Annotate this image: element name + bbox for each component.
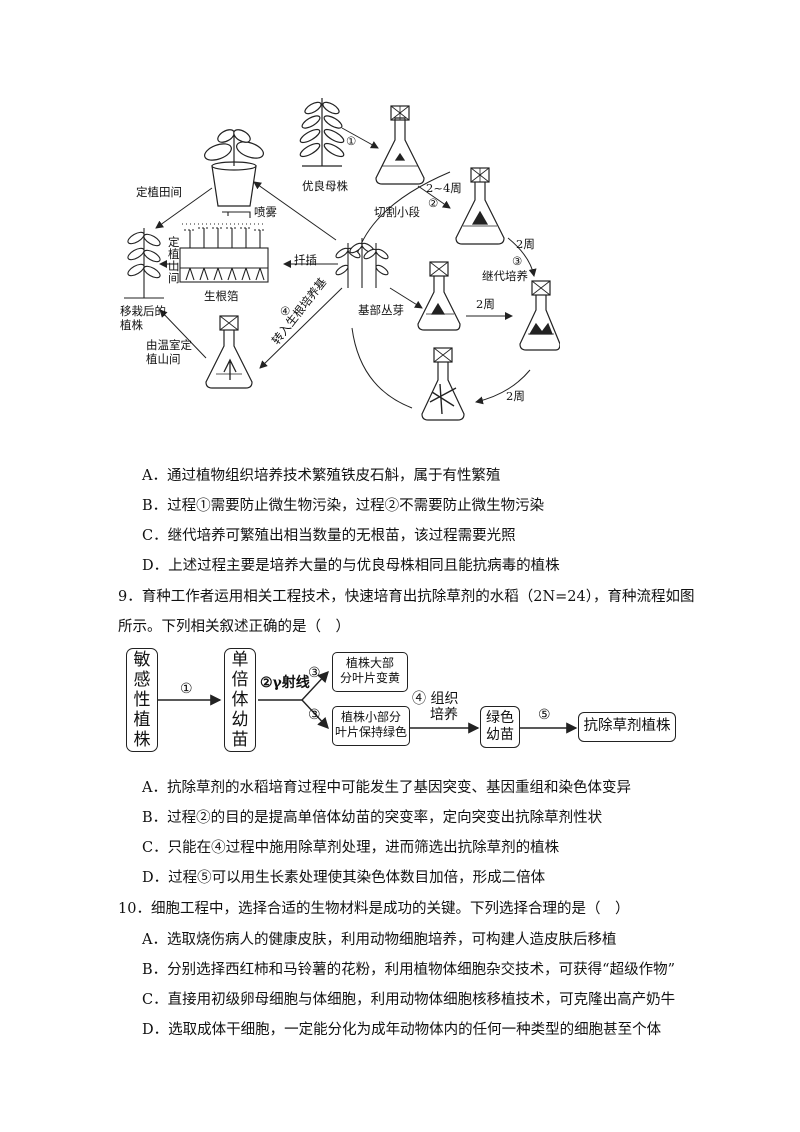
label-rooting-seedbed: 生根箔 [204, 289, 239, 303]
label-plant-field: 定植田间 [136, 185, 182, 199]
flask-icon [417, 261, 461, 331]
green-leaves-box: 植株小部分 叶片保持绿色 [332, 706, 410, 746]
flow-step1: ① [180, 681, 193, 697]
herbicide-resistant-label: 抗除草剂植株 [583, 718, 671, 734]
label-step2: ② [428, 196, 439, 210]
yellow-leaves-box: 植株大部 分叶片变黄 [332, 652, 408, 692]
label-cut-segments: 切割小段 [374, 205, 420, 219]
flow-step2-gamma: ②γ射线 [260, 675, 310, 691]
flask-icon [455, 167, 505, 245]
flow-culture: 培养 [430, 707, 458, 723]
flask-icon [519, 280, 560, 351]
label-spray: 喷雾 [254, 205, 277, 219]
label-step4: ④ [280, 304, 291, 318]
q10-option-c: C．直接用初级卵母细胞与体细胞，利用动物体细胞核移植技术，可克隆出高产奶牛 [142, 992, 676, 1008]
sensitive-char: 感 [133, 670, 151, 690]
q10-option-d: D．选取成体干细胞，一定能分化为成年动物体内的任何一种类型的细胞甚至个体 [142, 1022, 662, 1038]
q8-option-a: A．通过植物组织培养技术繁殖铁皮石斛，属于有性繁殖 [142, 468, 501, 484]
q10-option-b: B．分别选择西红柿和马铃薯的花粉，利用植物体细胞杂交技术，可获得“超级作物” [142, 962, 675, 978]
q8-option-b: B．过程①需要防止微生物污染，过程②不需要防止微生物污染 [142, 498, 545, 514]
rooting-bed-icon [179, 211, 269, 283]
flow-step3b: ③ [308, 707, 321, 723]
plantlet-cluster-icon [335, 238, 389, 288]
haploid-char: 体 [231, 690, 249, 710]
label-subculture: 继代培养 [482, 269, 528, 283]
tissue-culture-drawing [124, 98, 560, 421]
q10-stem: 10．细胞工程中，选择合适的生物材料是成功的关键。下列选择合理的是（ ） [118, 901, 630, 917]
green-line2: 叶片保持绿色 [334, 725, 407, 739]
green-line1: 植株小部分 [340, 710, 401, 724]
label-from-greenhouse: 由温室定植山间 [146, 338, 192, 366]
q9-option-b: B．过程②的目的是提高单倍体幼苗的突变率，定向突变出抗除草剂性状 [142, 810, 603, 826]
flowchart-arrows [156, 670, 578, 734]
label-step1: ① [346, 134, 357, 148]
label-weeks-2-b: 2周 [476, 297, 495, 311]
q9-option-a: A．抗除草剂的水稻培育过程中可能发生了基因突变、基因重组和染色体变异 [142, 780, 631, 796]
label-elite-mother: 优良母株 [302, 179, 348, 193]
green-seedling-line1: 绿色 [486, 710, 514, 726]
q9-option-d: D．过程⑤可以用生长素处理使其染色体数目加倍，形成二倍体 [142, 870, 546, 886]
flow-step4-tissue: ④ 组织 [412, 691, 459, 707]
q8-option-c: C．继代培养可繁殖出相当数量的无根苗，该过程需要光照 [142, 528, 516, 544]
flask-icon [421, 347, 465, 421]
label-cutting: 扦插 [294, 253, 317, 267]
sensitive-char: 性 [133, 690, 151, 710]
label-field-vertical: 定植山间 [168, 235, 180, 285]
q9-stem-line1: 9．育种工作者运用相关工程技术，快速培育出抗除草剂的水稻（2N=24），育种流程… [118, 589, 695, 605]
mother-plant-icon [299, 98, 345, 167]
haploid-char: 苗 [231, 730, 249, 750]
herbicide-resistant-box: 抗除草剂植株 [578, 712, 676, 742]
haploid-char: 幼 [231, 710, 249, 730]
label-weeks-2-a: 2周 [516, 237, 535, 251]
potted-plant-icon [204, 129, 264, 207]
label-weeks-2-c: 2周 [506, 389, 525, 403]
q8-option-d: D．上述过程主要是培养大量的与优良母株相同且能抗病毒的植株 [142, 558, 560, 574]
flask-icon [375, 105, 425, 185]
q10-option-a: A．选取烧伤病人的健康皮肤，利用动物细胞培养，可构建人造皮肤后移植 [142, 932, 617, 948]
sensitive-char: 植 [133, 710, 151, 730]
q9-option-c: C．只能在④过程中施用除草剂处理，进而筛选出抗除草剂的植株 [142, 840, 560, 856]
yellow-line1: 植株大部 [345, 656, 394, 670]
breeding-flowchart: 敏 感 性 植 株 ① 单 倍 体 幼 苗 ②γ射线 ③ ③ 植株大部 分叶片变… [120, 644, 680, 756]
label-transplanted: 移栽后的植株 [120, 304, 166, 332]
sensitive-char: 敏 [133, 650, 151, 670]
sensitive-char: 株 [133, 730, 151, 750]
flask-icon [205, 315, 253, 389]
q9-stem-line2: 所示。下列相关叙述正确的是（ ） [118, 619, 350, 635]
transplanted-plant-icon [124, 228, 164, 299]
haploid-seedling-box: 单 倍 体 幼 苗 [224, 648, 256, 752]
haploid-char: 倍 [231, 670, 249, 690]
tissue-culture-figure: 优良母株 ① 2~4周 切割小段 ② 2周 ③ 继代培养 基部丛芽 2周 2周 … [120, 88, 560, 428]
flow-step5: ⑤ [538, 707, 551, 723]
sensitive-plant-box: 敏 感 性 植 株 [126, 648, 158, 752]
flow-step3a: ③ [308, 665, 321, 681]
label-step3: ③ [512, 254, 523, 268]
label-basal-buds: 基部丛芽 [358, 303, 404, 317]
green-seedling-box: 绿色 幼苗 [480, 706, 520, 748]
haploid-char: 单 [231, 650, 249, 670]
label-weeks-2-4: 2~4周 [426, 181, 462, 195]
yellow-line2: 分叶片变黄 [339, 671, 400, 685]
green-seedling-line2: 幼苗 [486, 727, 514, 743]
